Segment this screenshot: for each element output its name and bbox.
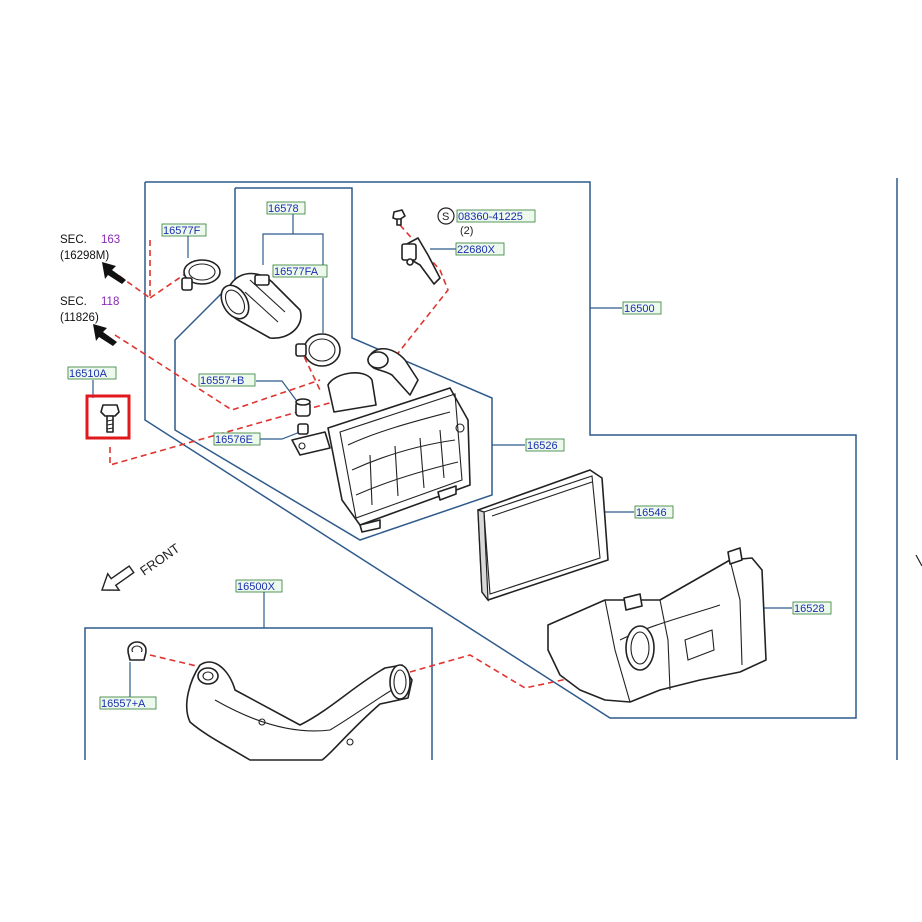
label-16510a[interactable]: 16510A xyxy=(67,366,117,380)
frame-16526 xyxy=(174,187,493,541)
label-16526[interactable]: 16526 xyxy=(525,438,565,452)
leader-16557b xyxy=(256,380,297,401)
grommet-16557b xyxy=(295,398,311,417)
label-22680x[interactable]: 22680X xyxy=(455,242,505,256)
front-arrow-icon xyxy=(101,565,135,591)
svg-text:22680X: 22680X xyxy=(457,244,496,256)
svg-text:(16298M): (16298M) xyxy=(60,250,109,262)
svg-text:163: 163 xyxy=(101,234,120,246)
front-label: FRONT xyxy=(137,540,182,578)
sec163-arrow-icon xyxy=(102,262,126,284)
label-16557b[interactable]: 16557+B xyxy=(198,373,256,387)
svg-text:16577FA: 16577FA xyxy=(274,266,319,278)
qty-08360: (2) xyxy=(460,225,473,237)
duct-16578 xyxy=(220,272,302,339)
label-16500x[interactable]: 16500X xyxy=(235,579,283,593)
leader-16576e xyxy=(260,431,301,440)
label-16500[interactable]: 16500 xyxy=(622,301,662,315)
sensor-22680x xyxy=(401,237,441,285)
dash-16500x xyxy=(409,654,601,689)
svg-text:16577F: 16577F xyxy=(163,225,201,237)
clamp-16577f xyxy=(181,259,221,291)
svg-text:16546: 16546 xyxy=(636,507,667,519)
svg-text:16500: 16500 xyxy=(624,303,655,315)
svg-text:16500X: 16500X xyxy=(237,581,276,593)
section-ref-163[interactable]: SEC. 163 (16298M) xyxy=(60,234,120,262)
dash-sec163 xyxy=(117,240,151,300)
svg-text:16526: 16526 xyxy=(527,440,558,452)
case-16526 xyxy=(327,387,471,533)
svg-text:16578: 16578 xyxy=(268,203,299,215)
svg-text:16557+A: 16557+A xyxy=(101,698,146,710)
dash-16577fa xyxy=(299,347,321,391)
label-16546[interactable]: 16546 xyxy=(634,505,674,519)
label-16577fa[interactable]: 16577FA xyxy=(272,264,328,278)
frame-16500 xyxy=(144,181,857,719)
svg-text:08360-41225: 08360-41225 xyxy=(458,211,523,223)
label-16528[interactable]: 16528 xyxy=(792,601,832,615)
duct-16500x xyxy=(185,661,413,761)
label-08360-41225[interactable]: 08360-41225 xyxy=(456,209,536,223)
svg-text:16510A: 16510A xyxy=(69,368,108,380)
cover-16528 xyxy=(547,547,767,703)
label-16557a[interactable]: 16557+A xyxy=(99,696,157,710)
label-16576e[interactable]: 16576E xyxy=(213,432,261,446)
label-16577f[interactable]: 16577F xyxy=(161,223,207,237)
part-16576e xyxy=(291,423,331,456)
highlight-16510a[interactable] xyxy=(85,394,131,440)
clamp-16577fa xyxy=(295,333,341,367)
svg-text:118: 118 xyxy=(101,296,119,308)
svg-text:(11826): (11826) xyxy=(60,312,99,324)
dash-16577f xyxy=(149,271,189,299)
filter-16546 xyxy=(477,469,609,602)
svg-text:16557+B: 16557+B xyxy=(200,375,244,387)
svg-text:SEC.: SEC. xyxy=(60,296,87,308)
dash-sec118 xyxy=(114,334,321,411)
sec118-arrow-icon xyxy=(93,324,117,346)
dash-16510a xyxy=(109,399,341,467)
cut-arrow-edge xyxy=(915,554,922,567)
section-ref-118[interactable]: SEC. 118 (11826) xyxy=(60,296,119,324)
svg-text:S: S xyxy=(442,211,449,223)
dash-16557a xyxy=(149,654,206,669)
inlet-pipe xyxy=(327,347,419,413)
svg-text:16528: 16528 xyxy=(794,603,825,615)
grommet-16557a xyxy=(127,641,147,661)
label-16578[interactable]: 16578 xyxy=(266,201,306,215)
s-mark-icon: S xyxy=(437,207,455,225)
svg-text:16576E: 16576E xyxy=(215,434,253,446)
svg-text:SEC.: SEC. xyxy=(60,234,87,246)
frame-16500x xyxy=(84,627,433,760)
screw-08360 xyxy=(392,209,406,226)
bolt-16510a xyxy=(100,404,120,433)
